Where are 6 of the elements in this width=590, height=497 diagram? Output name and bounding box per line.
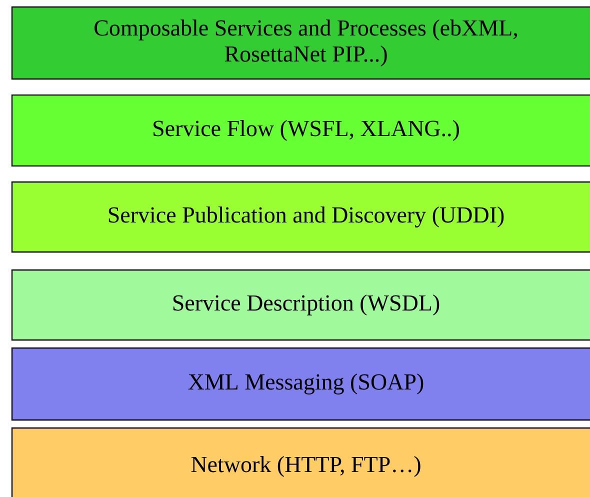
layer-box: Network (HTTP, FTP…)	[11, 427, 590, 497]
layer-box: Service Flow (WSFL, XLANG..)	[11, 94, 590, 167]
layer-box: Composable Services and Processes (ebXML, RosettaNet PIP...)	[11, 6, 590, 80]
layer-box: Service Description (WSDL)	[11, 269, 590, 341]
layer-box: XML Messaging (SOAP)	[11, 347, 590, 421]
layer-box: Service Publication and Discovery (UDDI)	[11, 181, 590, 253]
